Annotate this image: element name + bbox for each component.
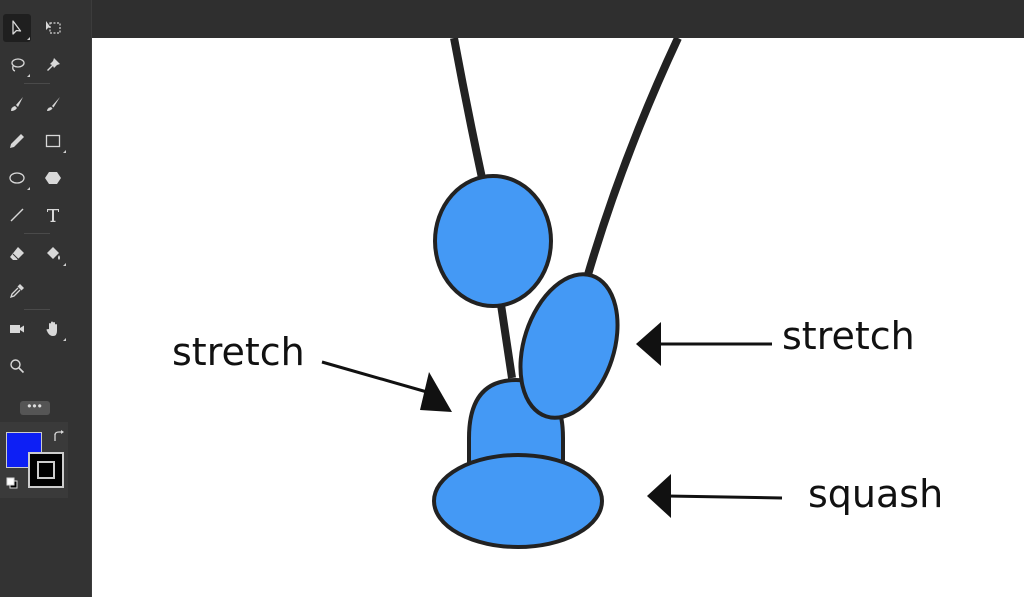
brush-icon xyxy=(47,97,60,111)
left-stretch-arrow-line xyxy=(321,360,435,396)
fluid-brush-icon xyxy=(11,97,23,111)
hand-icon xyxy=(46,321,57,336)
text-tool[interactable] xyxy=(39,201,67,229)
free-transform-icon xyxy=(46,21,61,34)
pencil-icon xyxy=(10,134,24,148)
pin-icon xyxy=(47,58,60,71)
brush-tool[interactable] xyxy=(39,90,67,118)
swap-colors-icon[interactable] xyxy=(52,430,66,444)
video-camera-icon xyxy=(10,325,24,333)
more-tools-button[interactable]: ••• xyxy=(20,400,50,415)
squash-arrow-line xyxy=(666,494,783,500)
pendulum-drawing xyxy=(321,38,783,549)
eyedropper-tool[interactable] xyxy=(3,277,31,305)
oval-icon xyxy=(9,172,25,184)
right-stretch-arrowhead xyxy=(636,322,661,366)
right-string xyxy=(583,38,682,280)
rectangle-tool[interactable] xyxy=(39,127,67,155)
polygon-tool[interactable] xyxy=(39,164,67,192)
line-tool[interactable] xyxy=(3,201,31,229)
app-top-bar xyxy=(92,0,1024,38)
rectangle-icon xyxy=(45,134,61,148)
stroke-color-swatch[interactable] xyxy=(28,452,64,488)
eraser-tool[interactable] xyxy=(3,240,31,268)
paint-bucket-icon xyxy=(47,247,60,260)
left-stretch-arrowhead xyxy=(420,372,452,412)
lasso-icon xyxy=(11,58,25,72)
paint-bucket-tool[interactable] xyxy=(39,240,67,268)
hexagon-icon xyxy=(45,172,61,184)
eraser-icon xyxy=(10,247,24,261)
squash-label: squash xyxy=(808,472,944,516)
tilted-stretched-ball xyxy=(518,272,620,420)
hand-tool[interactable] xyxy=(39,315,67,343)
magnifier-icon xyxy=(10,359,25,374)
right-stretch-label: stretch xyxy=(782,314,915,358)
drawing-canvas[interactable]: stretch stretch squash xyxy=(92,38,1024,597)
lasso-tool[interactable] xyxy=(3,51,31,79)
camera-tool[interactable] xyxy=(3,315,31,343)
color-panel xyxy=(0,422,68,498)
eyedropper-icon xyxy=(9,284,24,299)
pencil-tool[interactable] xyxy=(3,127,31,155)
line-icon xyxy=(10,208,24,222)
left-stretch-label: stretch xyxy=(172,330,305,374)
left-string xyxy=(450,38,516,379)
fluid-brush-tool[interactable] xyxy=(3,90,31,118)
text-t-icon xyxy=(47,209,59,222)
selection-tool[interactable] xyxy=(3,14,31,42)
tools-panel: ••• xyxy=(0,0,92,597)
squashed-ball xyxy=(432,453,604,549)
pin-tool[interactable] xyxy=(39,51,67,79)
transform-tool[interactable] xyxy=(39,14,67,42)
upper-circle-ball xyxy=(433,174,553,308)
zoom-tool[interactable] xyxy=(3,352,31,380)
selection-arrow-icon xyxy=(12,20,22,35)
squash-arrowhead xyxy=(647,474,671,518)
oval-tool[interactable] xyxy=(3,164,31,192)
default-colors-icon[interactable] xyxy=(6,477,18,489)
